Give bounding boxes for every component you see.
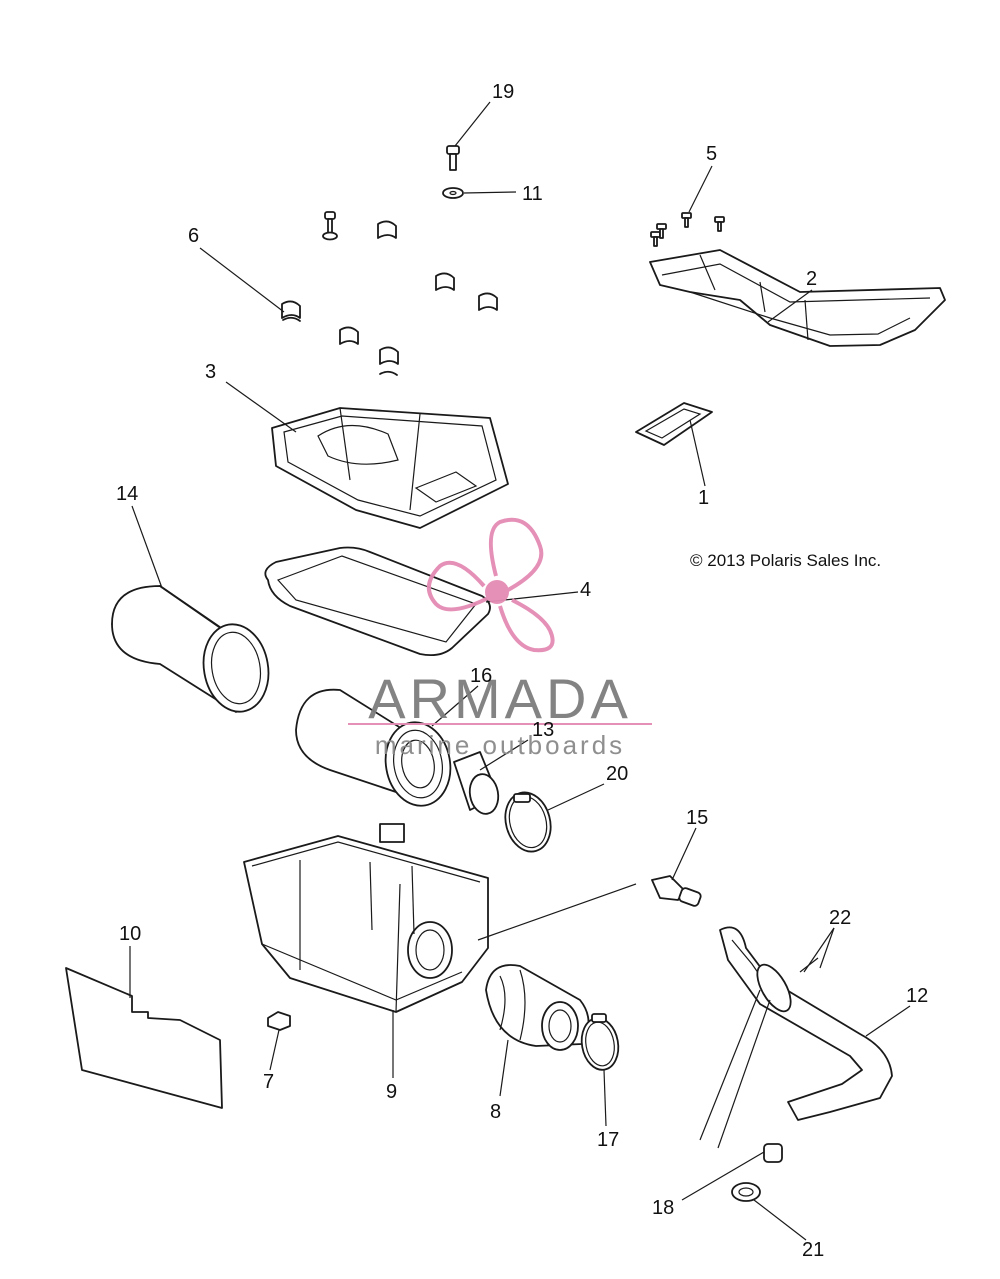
callout-2: 2 (806, 268, 817, 290)
part-1-plate (635, 402, 713, 446)
part-21-clip (731, 1182, 761, 1202)
part-19-bolt (446, 145, 460, 171)
callout-3: 3 (205, 361, 216, 383)
part-20-hose-clamp (504, 791, 552, 853)
part-5-screws (650, 212, 725, 247)
callout-21: 21 (802, 1239, 824, 1261)
callout-16: 16 (470, 665, 492, 687)
watermark-tagline: marine outboards (375, 730, 625, 760)
part-2-intake-duct (649, 249, 946, 347)
callout-10: 10 (119, 923, 141, 945)
callout-11: 11 (522, 183, 543, 205)
callout-5: 5 (706, 143, 717, 165)
callout-7: 7 (263, 1071, 274, 1093)
callout-8: 8 (490, 1101, 501, 1123)
watermark-brand: ARMADA (368, 667, 632, 730)
callout-18: 18 (652, 1197, 674, 1219)
part-18-cap (763, 1143, 783, 1163)
part-10-panel (65, 967, 223, 1109)
leader-lines (129, 101, 911, 1241)
part-12-breather-tube (719, 926, 893, 1121)
part-14-filter-sleeve (111, 585, 270, 713)
callout-19: 19 (492, 81, 514, 103)
callout-15: 15 (686, 807, 708, 829)
callout-6: 6 (188, 225, 199, 247)
copyright-notice: © 2013 Polaris Sales Inc. (690, 551, 881, 570)
callout-13: 13 (532, 719, 554, 741)
callout-20: 20 (606, 763, 628, 785)
propeller-icon (427, 517, 555, 653)
part-15-fitting (651, 875, 702, 907)
part-13-ring (453, 751, 500, 815)
watermark-logo: ARMADA marine outboards (348, 517, 652, 760)
callout-12: 12 (906, 985, 928, 1007)
part-9-airbox-housing (243, 823, 489, 1013)
part-6-clamps (281, 220, 498, 376)
callout-4: 4 (580, 579, 591, 601)
part-7-nut (267, 1011, 291, 1031)
callout-14: 14 (116, 483, 138, 505)
callout-9: 9 (386, 1081, 397, 1103)
part-8-boot (485, 964, 590, 1051)
part-19-bolt-small (322, 211, 338, 241)
part-11-washer (442, 187, 464, 199)
part-4-seal (264, 546, 491, 657)
callout-1: 1 (698, 487, 709, 509)
part-3-airbox-cover (271, 407, 509, 529)
callout-17: 17 (597, 1129, 619, 1151)
part-17-hose-clamp (580, 1013, 620, 1071)
part-22-straps (699, 957, 819, 1149)
part-16-air-filter (295, 688, 452, 807)
callout-labels: 1 2 3 4 5 6 7 8 9 10 11 12 13 14 15 16 1… (116, 81, 928, 1261)
callout-22: 22 (829, 907, 851, 929)
